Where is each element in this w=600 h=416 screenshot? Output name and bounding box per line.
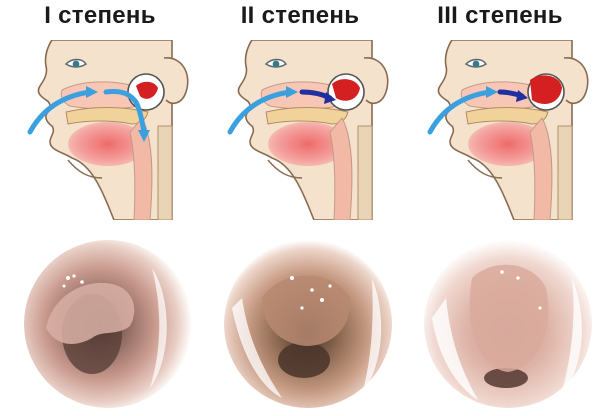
airflow-arrow-icon [427, 89, 493, 135]
degree-title-2: II степень [240, 2, 360, 29]
head-profile-diagram-3 [427, 40, 589, 220]
degree-title-3: III степень [437, 2, 563, 29]
airflow-arrow-icon [103, 89, 147, 135]
degree-column-2: II степень [200, 0, 400, 416]
head-profile-diagram-1 [27, 40, 189, 220]
head-profile-diagram-2 [227, 40, 389, 220]
degree-column-3: III степень [400, 0, 600, 416]
endoscopic-view-1 [24, 240, 192, 408]
adenoid-2 [332, 79, 360, 101]
adenoid-1 [136, 81, 158, 99]
airflow-arrow-icon [227, 89, 293, 135]
endoscopic-view-2 [224, 240, 392, 408]
adenoid-3 [530, 75, 562, 104]
endoscopic-view-3 [424, 240, 592, 408]
airflow-arrow-icon [27, 89, 93, 135]
degree-column-1: I степень [0, 0, 200, 416]
degree-title-1: I степень [44, 2, 156, 29]
